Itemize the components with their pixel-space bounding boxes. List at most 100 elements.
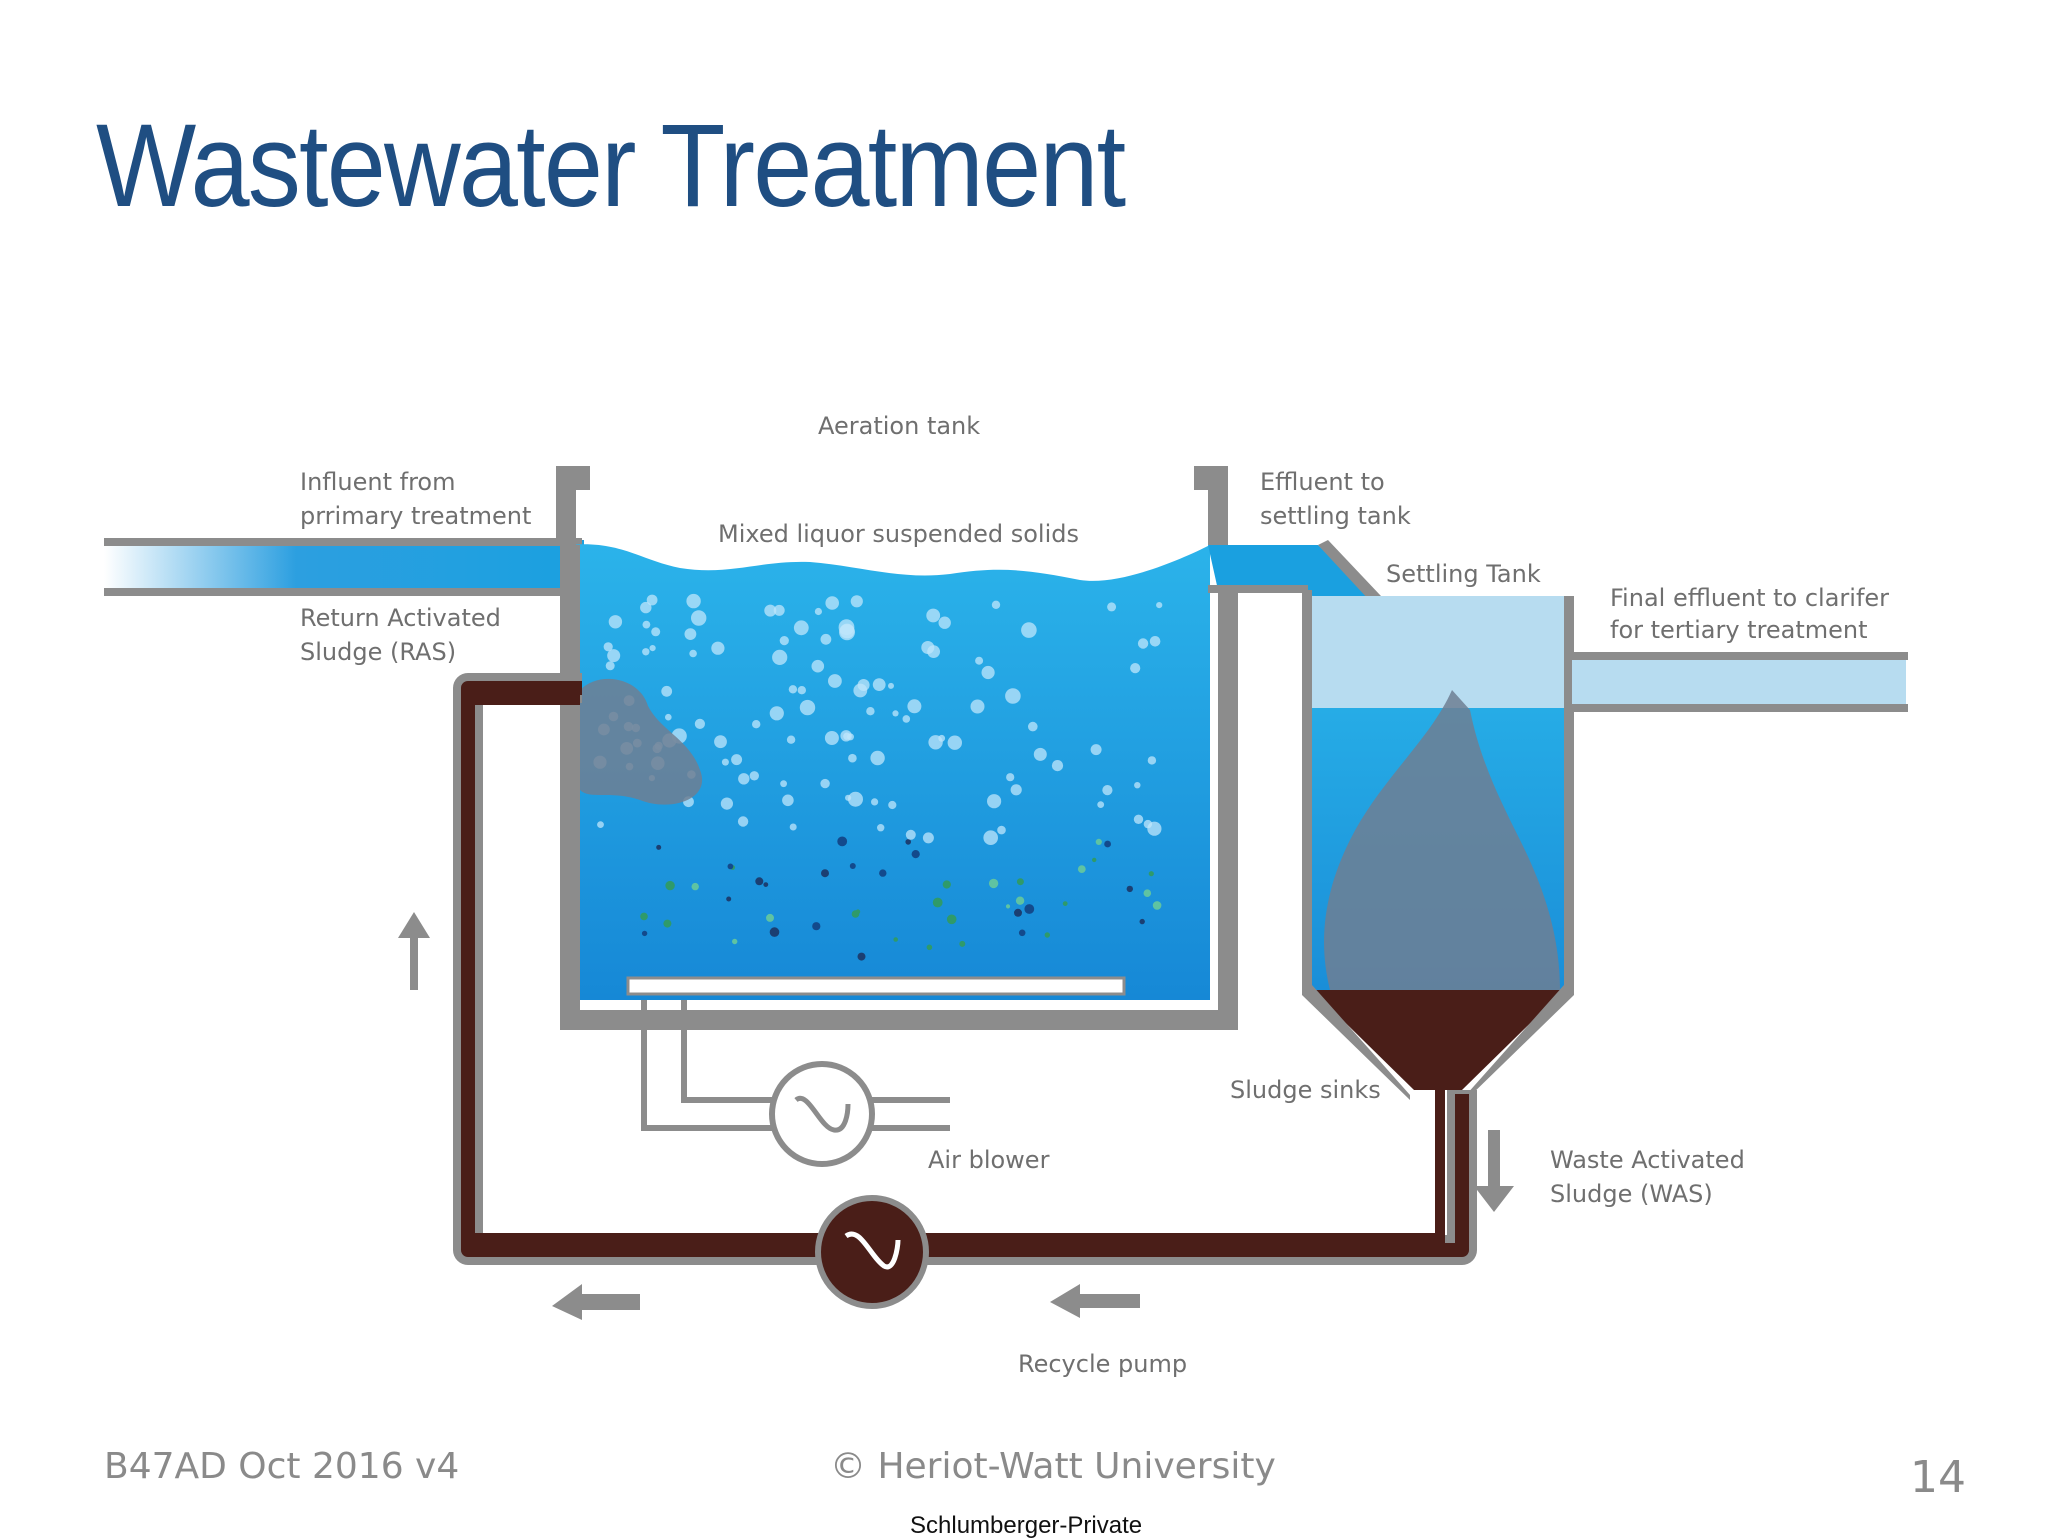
bubble <box>991 600 1001 609</box>
bubble <box>1010 784 1022 796</box>
bubble <box>938 616 951 629</box>
footer-copyright: © Heriot-Watt University <box>830 1446 1276 1487</box>
bubble <box>1102 785 1113 796</box>
bubble <box>811 659 825 673</box>
label-effluent-1: Effluent to <box>1260 468 1385 496</box>
bubble <box>1090 744 1102 756</box>
bubble <box>997 825 1006 835</box>
bubble <box>1015 896 1025 905</box>
bubble <box>1143 819 1153 829</box>
sludge-return-loop <box>453 673 1477 1265</box>
bubble <box>732 938 738 945</box>
label-was-2: Sludge (WAS) <box>1550 1180 1713 1208</box>
bubble <box>871 798 879 806</box>
bubble <box>1095 838 1102 846</box>
bubble <box>788 685 798 694</box>
bubble <box>1149 636 1161 647</box>
bubble <box>1126 885 1134 893</box>
bubble <box>1024 904 1035 914</box>
bubble <box>689 649 697 658</box>
aeration-tank <box>556 466 1238 1030</box>
label-mixed-liquor: Mixed liquor suspended solids <box>718 520 1079 548</box>
bubble <box>837 836 848 847</box>
final-effluent-pipe <box>1568 652 1908 712</box>
bubble <box>651 627 661 637</box>
bubble <box>905 829 916 840</box>
bubble <box>737 816 749 827</box>
bubble <box>853 683 868 698</box>
bubble <box>932 897 943 908</box>
classification-label: Schlumberger-Private <box>910 1512 1143 1539</box>
bubble <box>845 794 852 801</box>
bubble <box>1016 878 1024 886</box>
bubble <box>1104 840 1111 848</box>
bubble <box>877 824 885 832</box>
bubble <box>642 620 651 629</box>
label-final-effluent-1: Final effluent to clarifer <box>1610 584 1889 612</box>
arrow-left-icon <box>552 1284 640 1320</box>
bubble <box>782 794 794 807</box>
bubble <box>981 665 995 680</box>
bubble <box>922 832 934 844</box>
bubble <box>814 607 823 616</box>
bubble <box>663 919 672 928</box>
bubble <box>656 844 662 850</box>
bubble <box>608 615 623 629</box>
bubble <box>987 794 1002 809</box>
bubble <box>843 732 851 740</box>
bubble <box>1028 721 1038 732</box>
bubble <box>850 595 863 608</box>
bubble <box>769 927 780 937</box>
bubble <box>855 909 861 914</box>
bubble <box>789 823 797 831</box>
label-ras-1: Return Activated <box>300 604 501 632</box>
bubble <box>1148 871 1154 877</box>
bubble <box>642 648 650 656</box>
bubble <box>665 880 675 891</box>
label-was-1: Waste Activated <box>1550 1146 1745 1174</box>
bubble <box>1152 901 1162 910</box>
arrow-left-icon <box>1050 1284 1140 1318</box>
bubble <box>779 636 789 646</box>
bubble <box>786 735 796 744</box>
bubble <box>888 682 894 689</box>
label-settling-tank: Settling Tank <box>1386 560 1541 588</box>
bubble <box>726 896 732 902</box>
bubble <box>820 778 830 789</box>
page-number: 14 <box>1910 1452 1966 1503</box>
bubble <box>661 685 673 697</box>
bubble <box>773 604 785 616</box>
bubble <box>749 771 759 781</box>
bubble <box>1062 901 1068 906</box>
bubble <box>793 620 809 636</box>
label-effluent-2: settling tank <box>1260 502 1411 530</box>
bubble <box>721 758 729 766</box>
bubble <box>607 649 621 663</box>
bubble <box>720 797 734 810</box>
bubble <box>1005 688 1021 704</box>
bubble <box>1018 929 1026 937</box>
bubble <box>905 839 911 845</box>
bubble <box>1134 782 1141 789</box>
bubble <box>821 869 829 878</box>
bubble <box>603 642 613 652</box>
arrow-up-icon <box>398 912 430 990</box>
bubble <box>752 720 761 729</box>
bubble <box>1051 760 1064 772</box>
bubble <box>727 863 734 870</box>
bubble <box>828 674 842 688</box>
label-final-effluent-2: for tertiary treatment <box>1610 616 1868 644</box>
bubble <box>665 713 672 721</box>
bubble <box>907 699 922 714</box>
bubble <box>694 718 706 730</box>
bubble <box>1033 747 1047 761</box>
bubble <box>970 699 985 714</box>
bubble <box>1092 857 1097 863</box>
bubble <box>888 800 897 810</box>
bubble <box>605 661 615 671</box>
bubble <box>902 715 911 723</box>
bubble <box>872 678 886 691</box>
bubble <box>866 707 875 716</box>
bubble <box>1044 932 1051 938</box>
